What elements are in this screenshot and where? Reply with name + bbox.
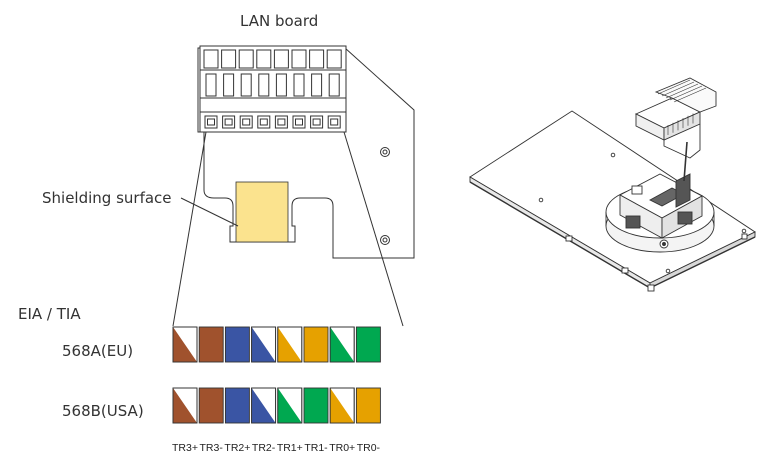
terminal-screw [326,49,342,69]
wire-stripe-green [277,388,302,423]
converge-line-right [343,131,404,327]
wire-stripe-brown [173,388,197,423]
wire-swatch-border [251,387,277,424]
terminal-hole [330,118,339,126]
wire-stripe-orange [330,388,355,423]
wire-swatch-border [172,326,198,363]
wire-stripe-blue [251,388,276,423]
terminal-latch [205,73,217,97]
terminal-hole [224,118,233,126]
terminal-latch [328,73,340,97]
wire-swatch-border [329,387,355,424]
terminal-screw [273,49,289,69]
pin-label: TR0+ [329,442,355,454]
terminal-screw [221,49,237,69]
wire-stripe-green [330,327,355,362]
wire-swatch-orange [303,326,329,363]
wire-swatch-border [329,326,355,363]
wire-swatch-brown [198,387,224,424]
wire-stripe-orange [277,327,302,362]
wire-stripe-brown [173,327,197,362]
terminal-screw [291,49,307,69]
shielding-surface [235,181,289,243]
converge-line-left [172,131,207,327]
terminal-hole [207,118,215,126]
device-illustration [469,77,756,292]
shielding-surface-label: Shielding surface [42,189,172,207]
wire-swatch-brown [198,326,224,363]
pin-label: TR0- [357,442,381,454]
terminal-hole [277,118,286,126]
pin-label: TR2+ [224,442,250,454]
terminal-latch [223,73,235,97]
terminal-screw [238,49,254,69]
pin-labels: TR3+TR3-TR2+TR2-TR1+TR1-TR0+TR0- [172,442,381,454]
wire-swatch-blue [224,387,250,424]
terminal-screw [309,49,325,69]
terminal-hole [312,118,321,126]
terminal-latch [240,73,252,97]
row-label-568a: 568A(EU) [62,342,133,360]
terminal-hole [259,118,268,126]
terminal-latch [293,73,305,97]
wire-swatch-border [251,326,277,363]
terminal-hole [242,118,251,126]
standard-label: EIA / TIA [18,305,81,323]
terminal-latch [275,73,287,97]
terminal-latch [311,73,323,97]
lan-board-label: LAN board [240,12,318,30]
terminal-screw [256,49,272,69]
wire-swatch-orange [355,387,381,424]
wire-swatch-green [303,387,329,424]
wire-swatch-border [277,326,303,363]
color-row-568b [172,387,381,424]
color-row-568a [172,326,381,363]
wire-swatch-border [172,387,198,424]
pin-label: TR2- [252,442,276,454]
wire-swatch-border [277,387,303,424]
pin-label: TR3+ [172,442,198,454]
pin-label: TR3- [200,442,224,454]
pin-label: TR1+ [277,442,303,454]
wire-swatch-blue [224,326,250,363]
lan-board-outline [197,47,415,259]
wire-stripe-blue [251,327,276,362]
terminal-hole [295,118,303,126]
wire-swatch-green [355,326,381,363]
terminal-block [199,45,347,133]
terminal-latch [258,73,270,97]
shielding-leader-line [180,197,239,227]
row-label-568b: 568B(USA) [62,402,144,420]
pin-label: TR1- [304,442,328,454]
terminal-screw [203,49,219,69]
